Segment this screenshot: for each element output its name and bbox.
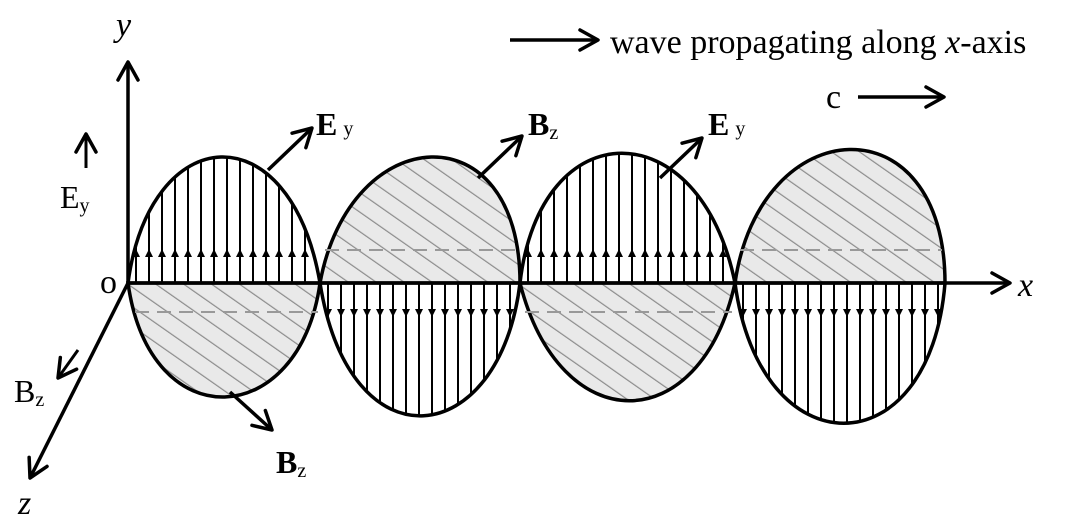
axes bbox=[27, 60, 1012, 480]
bz-legend-arrow-icon bbox=[56, 349, 80, 380]
ey-field-arrowhead-icon bbox=[589, 249, 597, 257]
ey-field-arrowhead-icon bbox=[210, 249, 218, 257]
ey-field-arrowhead-icon bbox=[184, 249, 192, 257]
ey-lobe-2 bbox=[318, 282, 522, 418]
z-axis bbox=[27, 282, 130, 480]
ey-field-arrowhead-icon bbox=[275, 249, 283, 257]
ey-field-arrowhead-icon bbox=[563, 249, 571, 257]
ey-field-arrowhead-icon bbox=[288, 249, 296, 257]
ey-field-arrowhead-icon bbox=[615, 249, 623, 257]
ey-field-arrowhead-icon bbox=[550, 249, 558, 257]
ey-field-arrowhead-icon bbox=[706, 249, 714, 257]
ey-field-arrowhead-icon bbox=[680, 249, 688, 257]
ey-field-arrowhead-icon bbox=[667, 249, 675, 257]
speed-label: c bbox=[826, 79, 841, 116]
ey-field-arrowhead-icon bbox=[402, 309, 410, 317]
ey-field-arrowhead-icon bbox=[817, 309, 825, 317]
ey-lines-1 bbox=[132, 156, 309, 283]
label-arrow-ey-1-icon bbox=[266, 126, 314, 172]
label-arrow-ey-2-icon bbox=[658, 136, 704, 180]
ey-lobe-3 bbox=[518, 151, 737, 284]
ey-field-arrowhead-icon bbox=[628, 249, 636, 257]
ey-field-arrowhead-icon bbox=[376, 309, 384, 317]
y-axis-label: y bbox=[113, 7, 132, 44]
ey-field-arrowhead-icon bbox=[415, 309, 423, 317]
field-label-bz-1: Bz bbox=[528, 106, 558, 144]
ey-field-arrowhead-icon bbox=[895, 309, 903, 317]
ey-field-arrowhead-icon bbox=[249, 249, 257, 257]
direction-arrows bbox=[56, 28, 946, 432]
ey-field-arrowhead-icon bbox=[719, 249, 727, 257]
ey-lines-2 bbox=[324, 283, 514, 416]
ey-field-arrowhead-icon bbox=[856, 309, 864, 317]
ey-field-arrowhead-icon bbox=[145, 249, 153, 257]
ey-field-arrowhead-icon bbox=[223, 249, 231, 257]
ey-lines-3 bbox=[524, 153, 727, 283]
label-arrow-bz-1-icon bbox=[476, 134, 524, 180]
ey-field-arrowhead-icon bbox=[262, 249, 270, 257]
ey-field-arrowhead-icon bbox=[778, 309, 786, 317]
z-axis-label: z bbox=[17, 485, 31, 522]
ey-field-arrowhead-icon bbox=[921, 309, 929, 317]
label-arrow-bz-2-icon bbox=[228, 390, 274, 432]
ey-field-arrowhead-icon bbox=[830, 309, 838, 317]
bz-lobe-1 bbox=[125, 281, 323, 399]
ey-field-arrowhead-icon bbox=[908, 309, 916, 317]
ey-field-arrowhead-icon bbox=[693, 249, 701, 257]
ey-field-arrowhead-icon bbox=[441, 309, 449, 317]
bz-lobe-2 bbox=[317, 155, 522, 285]
ey-field-arrowhead-icon bbox=[197, 249, 205, 257]
ey-field-arrowhead-icon bbox=[467, 309, 475, 317]
ey-field-arrowhead-icon bbox=[493, 309, 501, 317]
ey-field-arrowhead-icon bbox=[389, 309, 397, 317]
labels: y x z o Ey Bz wave propagating along x-a… bbox=[14, 7, 1033, 522]
ey-field-arrowhead-icon bbox=[350, 309, 358, 317]
ey-field-arrowhead-icon bbox=[576, 249, 584, 257]
ey-legend-label: Ey bbox=[60, 179, 90, 217]
ey-field-arrowhead-icon bbox=[791, 309, 799, 317]
ey-field-arrowhead-icon bbox=[236, 249, 244, 257]
bz-lobe-3 bbox=[517, 281, 738, 403]
ey-field-arrowhead-icon bbox=[480, 309, 488, 317]
field-label-bz-2: Bz bbox=[276, 444, 306, 482]
ey-field-arrowhead-icon bbox=[158, 249, 166, 257]
ey-field-arrowhead-icon bbox=[506, 309, 514, 317]
bz-lobe-4 bbox=[732, 147, 947, 285]
ey-field-arrowhead-icon bbox=[337, 309, 345, 317]
ey-field-arrowhead-icon bbox=[171, 249, 179, 257]
ey-field-arrowhead-icon bbox=[752, 309, 760, 317]
ey-lobe-4 bbox=[733, 282, 947, 425]
ey-lobe-1 bbox=[126, 155, 322, 284]
ey-field-arrowhead-icon bbox=[602, 249, 610, 257]
ey-field-arrowhead-icon bbox=[428, 309, 436, 317]
ey-field-arrowhead-icon bbox=[765, 309, 773, 317]
ey-field-arrowhead-icon bbox=[654, 249, 662, 257]
ey-field-arrowhead-icon bbox=[454, 309, 462, 317]
ey-field-arrowhead-icon bbox=[301, 249, 309, 257]
ey-field-arrowhead-icon bbox=[869, 309, 877, 317]
ey-field-arrowhead-icon bbox=[537, 249, 545, 257]
origin-label: o bbox=[100, 264, 117, 301]
x-axis-label: x bbox=[1017, 267, 1033, 304]
ey-field-arrowhead-icon bbox=[804, 309, 812, 317]
bz-legend-label: Bz bbox=[14, 373, 44, 411]
ey-field-arrowhead-icon bbox=[641, 249, 649, 257]
caption: wave propagating along x-axis bbox=[610, 24, 1026, 61]
ey-field-arrowhead-icon bbox=[843, 309, 851, 317]
ey-field-arrowhead-icon bbox=[882, 309, 890, 317]
bz-lobes bbox=[125, 147, 947, 403]
ey-field-arrowhead-icon bbox=[363, 309, 371, 317]
